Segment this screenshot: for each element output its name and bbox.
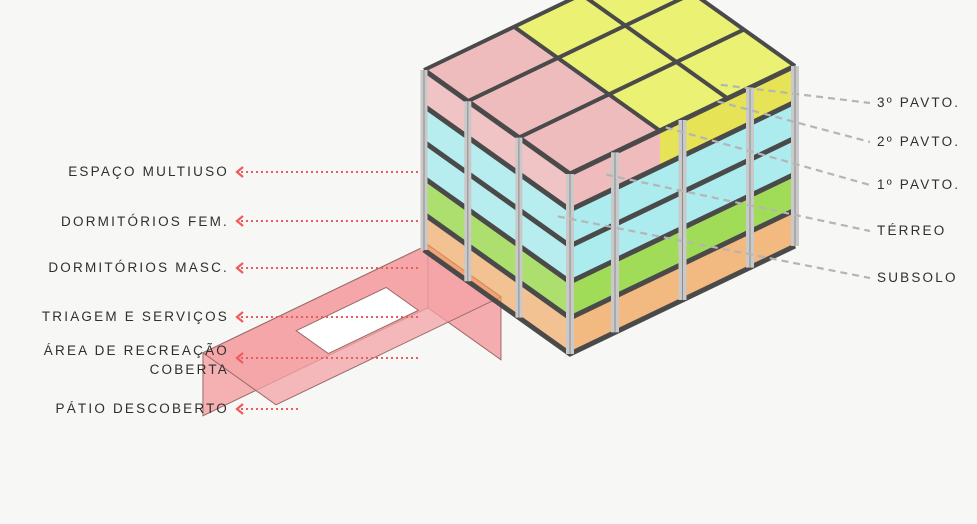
roof-beam-y-1 — [466, 0, 684, 104]
program-arrow-head-2 — [235, 262, 244, 274]
roof-beam-x-0 — [512, 25, 662, 133]
roof-beam-edge — [698, 0, 797, 68]
label-ground-floor: TÉRREO — [877, 223, 947, 238]
storey-left-face-2 — [424, 142, 570, 282]
label-covered-recreation-line1: ÁREA DE RECREAÇÃO — [43, 343, 229, 358]
floor-leader-1 — [717, 100, 871, 144]
building-volume — [420, 0, 799, 357]
uncovered-patio-volume — [201, 243, 502, 417]
label-floor-1: 1º PAVTO. — [877, 177, 961, 192]
program-arrow-head-1 — [235, 215, 244, 227]
label-uncovered-patio: PÁTIO DESCOBERTO — [55, 401, 229, 416]
program-arrow-head-0 — [235, 166, 244, 178]
label-female-dorms: DORMITÓRIOS FEM. — [61, 214, 229, 229]
program-arrows — [235, 166, 420, 415]
label-covered-recreation-line2: COBERTA — [149, 362, 229, 377]
label-male-dorms: DORMITÓRIOS MASC. — [48, 260, 229, 275]
label-basement: SUBSOLO — [877, 270, 958, 285]
label-covered-recreation: ÁREA DE RECREAÇÃO COBERTA — [44, 341, 229, 379]
program-arrow-head-5 — [235, 403, 244, 415]
roof-beam-y-2 — [423, 0, 575, 72]
floor-leader-lines — [557, 83, 871, 280]
label-floor-2: 2º PAVTO. — [877, 134, 961, 149]
storey-left-face-3 — [424, 106, 570, 246]
roof-yellow-face — [660, 66, 795, 167]
storey-left-face-4 — [424, 70, 570, 210]
storey-left-face-1 — [424, 178, 570, 318]
storey-left-face-0 — [424, 214, 570, 354]
floor-leader-3 — [605, 173, 871, 233]
floor-leader-0 — [720, 83, 871, 105]
label-floor-3: 3º PAVTO. — [877, 95, 961, 110]
program-arrow-head-3 — [235, 311, 244, 323]
roof-beam-y-0 — [518, 27, 745, 140]
label-triage-services: TRIAGEM E SERVIÇOS — [41, 309, 229, 324]
program-arrow-head-4 — [235, 352, 244, 364]
roof-pink-top — [424, 26, 660, 174]
patio-opening — [295, 286, 420, 355]
floor-leader-4 — [557, 215, 871, 280]
roof-beam-x-1 — [585, 0, 729, 101]
label-multipurpose-space: ESPAÇO MULTIUSO — [68, 164, 229, 179]
